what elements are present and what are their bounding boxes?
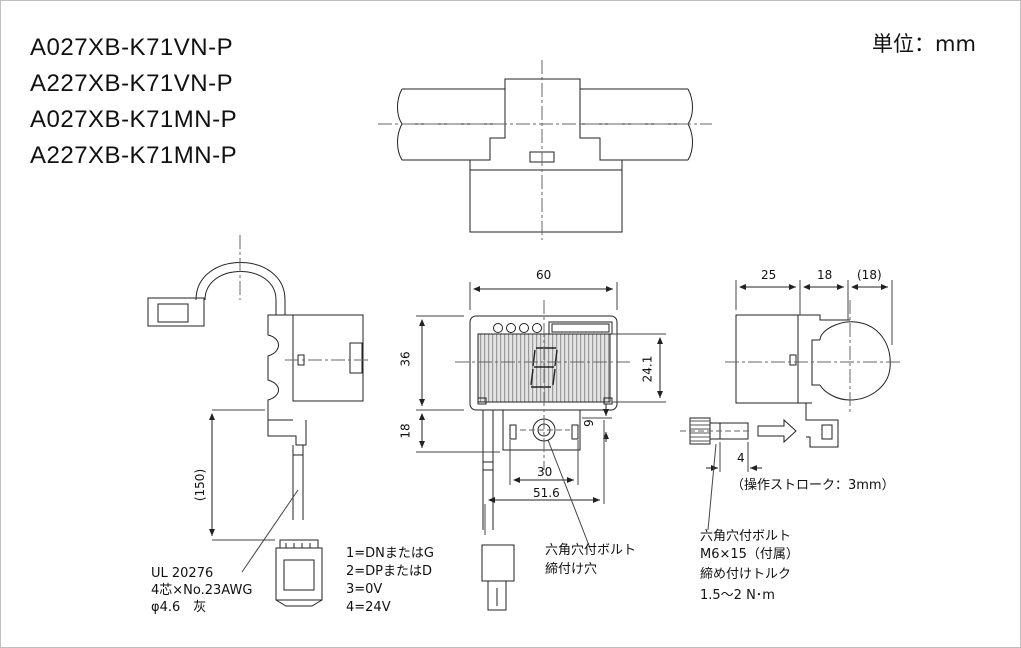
- dim-bolt-30: 30: [537, 465, 553, 479]
- pin-assignment-3: 3=0V: [346, 582, 383, 597]
- right-side-view: [680, 280, 900, 531]
- model-name-4: A227XB-K71MN-P: [30, 142, 238, 169]
- model-name-2: A227XB-K71VN-P: [30, 70, 234, 97]
- dim-height-18: 18: [398, 423, 413, 439]
- bolt-note-line-2: M6×15（付属）: [700, 547, 799, 562]
- dim-cable-150: (150): [193, 468, 208, 502]
- bolt-hole-note-line-2: 締付け穴: [545, 562, 598, 577]
- bolt-note-line-4: 1.5～2 N･m: [700, 588, 775, 603]
- left-side-view: [147, 235, 370, 607]
- bolt-note-line-3: 締め付けトルク: [700, 567, 792, 582]
- model-name-3: A027XB-K71MN-P: [30, 106, 238, 133]
- pin-assignment-2: 2=DPまたはD: [346, 564, 433, 579]
- cable-note-line-2: 4芯×No.23AWG: [151, 583, 253, 598]
- cable-note-line-1: UL 20276: [151, 566, 214, 581]
- dim-side-18-ref: (18): [857, 268, 882, 282]
- dim-side-18: 18: [817, 268, 833, 282]
- model-name-1: A027XB-K71VN-P: [30, 34, 234, 61]
- cable-note-line-3: φ4.6 灰: [151, 600, 207, 615]
- pin-assignment-1: 1=DNまたはG: [346, 546, 434, 561]
- unit-label: 単位：mm: [872, 32, 976, 56]
- dim-offset-9: 9: [581, 419, 596, 427]
- top-view: [378, 60, 712, 240]
- dim-width-60: 60: [536, 268, 552, 282]
- front-view: [416, 282, 666, 611]
- bolt-note-line-1: 六角穴付ボルト: [700, 529, 792, 544]
- dim-height-36: 36: [398, 351, 413, 367]
- stroke-note: （操作ストローク：3mm）: [731, 478, 895, 493]
- pin-assignment-4: 4=24V: [346, 600, 391, 615]
- bolt-hole-note-line-1: 六角穴付ボルト: [545, 543, 637, 558]
- dim-side-25: 25: [761, 268, 777, 282]
- dim-height-24-1: 24.1: [640, 355, 655, 383]
- dim-bolt-51-6: 51.6: [533, 486, 560, 500]
- dim-stroke-4: 4: [737, 451, 745, 465]
